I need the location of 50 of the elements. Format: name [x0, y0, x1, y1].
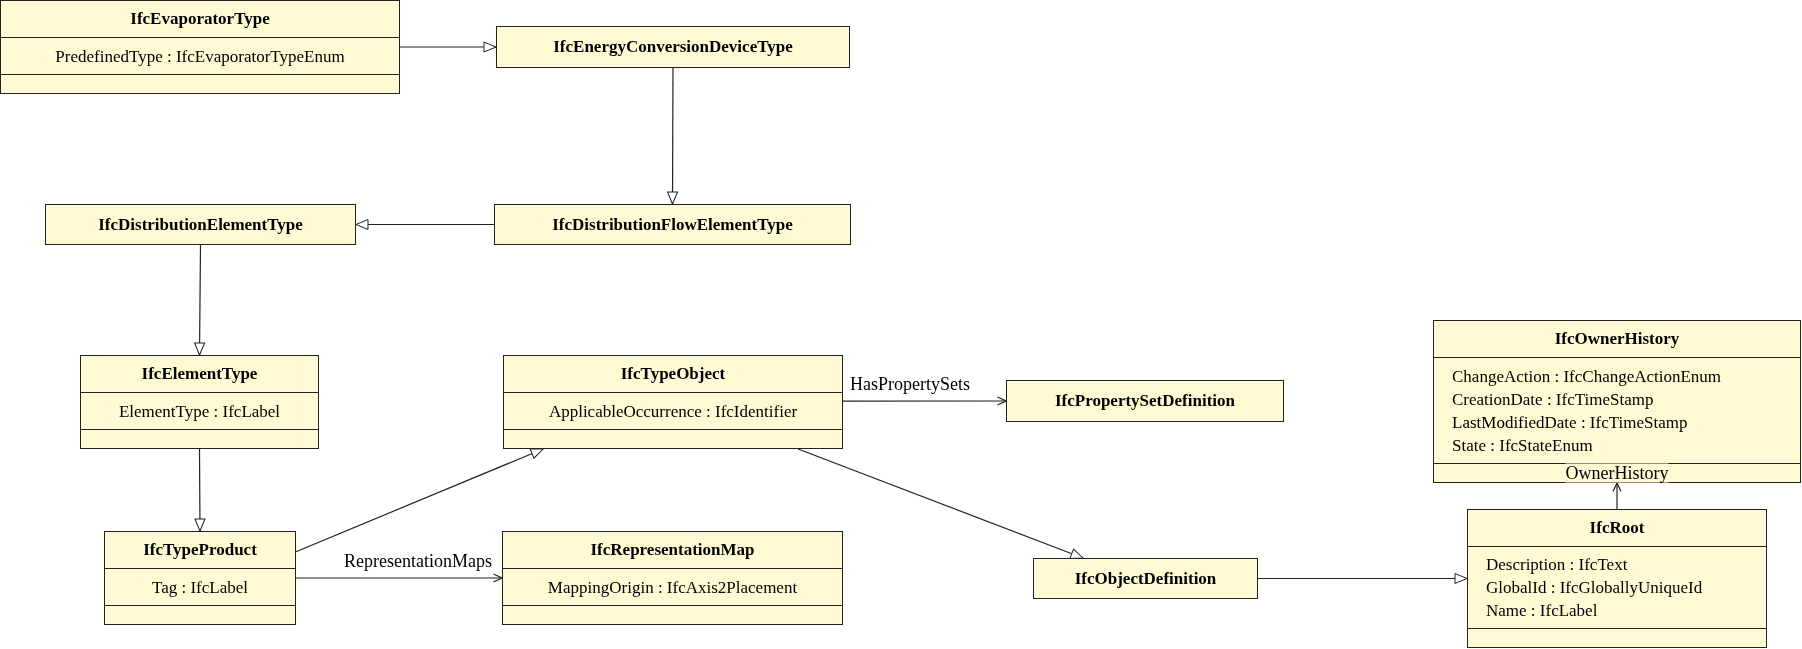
attribute-text: State : IfcStateEnum — [1452, 434, 1593, 457]
class-name: IfcTypeObject — [620, 364, 726, 384]
attribute-text: PredefinedType : IfcEvaporatorTypeEnum — [55, 45, 345, 68]
attribute-text: ApplicableOccurrence : IfcIdentifier — [548, 400, 798, 423]
attribute-text: LastModifiedDate : IfcTimeStamp — [1452, 411, 1688, 434]
inheritance-arrow — [194, 448, 206, 532]
inheritance-arrow — [399, 41, 497, 53]
class-box — [80, 355, 319, 449]
class-name: IfcRepresentationMap — [590, 540, 755, 560]
inheritance-arrow — [295, 448, 544, 553]
attribute-text: ChangeAction : IfcChangeActionEnum — [1452, 365, 1722, 388]
class-box — [496, 26, 850, 68]
inheritance-arrow — [1257, 573, 1468, 584]
class-name: IfcPropertySetDefinition — [1054, 391, 1235, 411]
class-name: IfcOwnerHistory — [1554, 329, 1680, 349]
class-box — [503, 355, 843, 449]
edge-label: RepresentationMaps — [344, 551, 492, 571]
class-box — [1006, 380, 1284, 422]
class-name: IfcDistributionFlowElementType — [552, 214, 793, 235]
class-name: IfcEvaporatorType — [130, 9, 270, 29]
class-box — [502, 531, 843, 625]
association-arrow — [842, 396, 1007, 406]
attribute-text: GlobalId : IfcGloballyUniqueId — [1486, 577, 1703, 599]
attribute-text: Name : IfcLabel — [1486, 600, 1598, 622]
class-name: IfcElementType — [141, 364, 258, 384]
attribute-text: Tag : IfcLabel — [151, 576, 248, 599]
association-arrow — [1612, 482, 1622, 510]
class-box — [494, 204, 851, 245]
association-arrow — [295, 573, 503, 583]
attribute-text: Description : IfcText — [1486, 554, 1628, 576]
attribute-text: ElementType : IfcLabel — [118, 400, 281, 423]
inheritance-arrow — [667, 67, 679, 205]
class-name: IfcRoot — [1589, 518, 1645, 538]
class-box — [1033, 558, 1258, 599]
class-name: IfcTypeProduct — [143, 540, 257, 560]
attribute-text: CreationDate : IfcTimeStamp — [1452, 388, 1654, 411]
class-box — [0, 0, 400, 94]
attribute-text: MappingOrigin : IfcAxis2Placement — [547, 576, 798, 599]
class-name: IfcEnergyConversionDeviceType — [553, 37, 793, 57]
class-box — [1467, 509, 1767, 648]
class-box — [45, 204, 356, 245]
class-name: IfcObjectDefinition — [1074, 568, 1217, 589]
class-box — [1433, 320, 1801, 483]
inheritance-arrow — [797, 448, 1084, 559]
edge-label: OwnerHistory — [1565, 463, 1669, 483]
class-name: IfcDistributionElementType — [98, 214, 303, 235]
inheritance-arrow — [194, 244, 206, 356]
edge-label: HasPropertySets — [850, 374, 970, 394]
inheritance-arrow — [355, 219, 495, 230]
class-box — [104, 531, 296, 625]
